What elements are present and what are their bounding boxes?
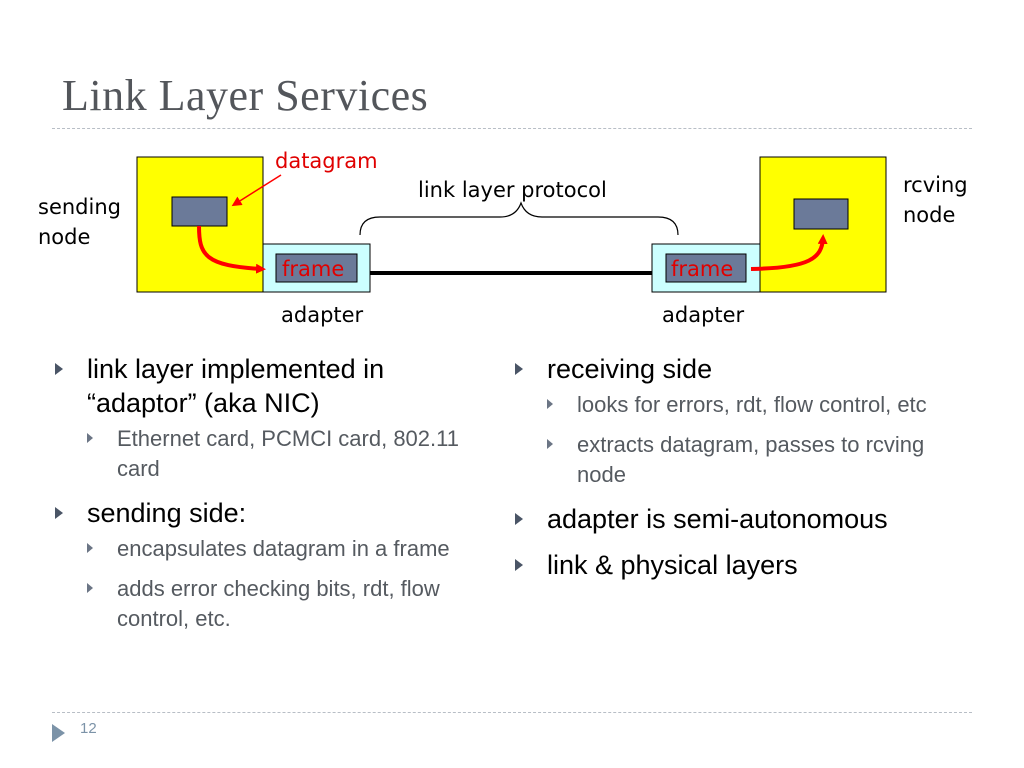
bullet-arrow-icon: [55, 507, 63, 519]
slide-title: Link Layer Services: [62, 71, 429, 120]
bullet-arrow-icon: [515, 559, 523, 571]
page-number: 12: [80, 720, 97, 737]
received-datagram-box: [793, 198, 849, 230]
bullet-physical-layers: link & physical layers: [515, 548, 955, 582]
bullet-adaptor: link layer implemented in “adaptor” (aka…: [55, 352, 465, 484]
bullet-text: adapter is semi-autonomous: [547, 504, 888, 534]
frame-left-box: [275, 253, 358, 283]
frame-right-box: [665, 253, 747, 283]
bullet-text: sending side:: [87, 498, 247, 528]
receiving-arrow: [750, 234, 828, 271]
sub-bullet-text: Ethernet card, PCMCI card, 802.11 card: [117, 426, 459, 481]
bullet-semi-autonomous: adapter is semi-autonomous: [515, 502, 955, 536]
datagram-pointer-arrow: [231, 174, 282, 207]
sending-node-label-1: sending: [38, 195, 121, 219]
right-column: receiving side looks for errors, rdt, fl…: [515, 352, 955, 594]
bullet-text: link & physical layers: [547, 550, 798, 580]
sub-bullet-arrow-icon: [87, 433, 93, 443]
sub-bullet: looks for errors, rdt, flow control, etc: [547, 390, 955, 420]
sub-bullet-arrow-icon: [547, 399, 553, 409]
bullet-arrow-icon: [515, 363, 523, 375]
rcving-node-label-1: rcving: [903, 173, 968, 197]
bullet-arrow-icon: [55, 363, 63, 375]
rcving-node-label-2: node: [903, 203, 955, 227]
sub-bullet: Ethernet card, PCMCI card, 802.11 card: [87, 424, 465, 484]
frame-right-label: frame: [671, 257, 733, 281]
adapter-right-label: adapter: [662, 303, 745, 327]
adapter-left-label: adapter: [281, 303, 364, 327]
protocol-label: link layer protocol: [418, 178, 607, 202]
sub-bullet-text: extracts datagram, passes to rcving node: [577, 432, 925, 487]
sub-bullet: adds error checking bits, rdt, flow cont…: [87, 574, 465, 634]
datagram-label: datagram: [275, 149, 378, 173]
sub-bullet-text: looks for errors, rdt, flow control, etc: [577, 392, 927, 417]
sub-bullet-arrow-icon: [547, 439, 553, 449]
left-column: link layer implemented in “adaptor” (aka…: [55, 352, 465, 646]
bullet-text: receiving side: [547, 354, 713, 384]
sending-node-label-2: node: [38, 225, 90, 249]
footer-divider: [52, 712, 972, 713]
sub-bullet-text: encapsulates datagram in a frame: [117, 536, 450, 561]
sub-bullet: extracts datagram, passes to rcving node: [547, 430, 955, 490]
footer-arrow-icon: [52, 724, 65, 742]
sub-bullet-arrow-icon: [87, 543, 93, 553]
sending-arrow: [197, 225, 266, 274]
bullet-text: link layer implemented in “adaptor” (aka…: [87, 354, 385, 418]
bullet-receiving-side: receiving side looks for errors, rdt, fl…: [515, 352, 955, 490]
sub-bullet: encapsulates datagram in a frame: [87, 534, 465, 564]
bullet-sending-side: sending side: encapsulates datagram in a…: [55, 496, 465, 634]
datagram-box: [171, 196, 228, 227]
sub-bullet-text: adds error checking bits, rdt, flow cont…: [117, 576, 440, 631]
frame-left-label: frame: [282, 257, 344, 281]
title-divider: [52, 128, 972, 129]
sub-bullet-arrow-icon: [87, 583, 93, 593]
link-layer-diagram: sending node datagram frame adapter link…: [38, 149, 968, 327]
bullet-arrow-icon: [515, 513, 523, 525]
protocol-brace: [359, 201, 679, 236]
